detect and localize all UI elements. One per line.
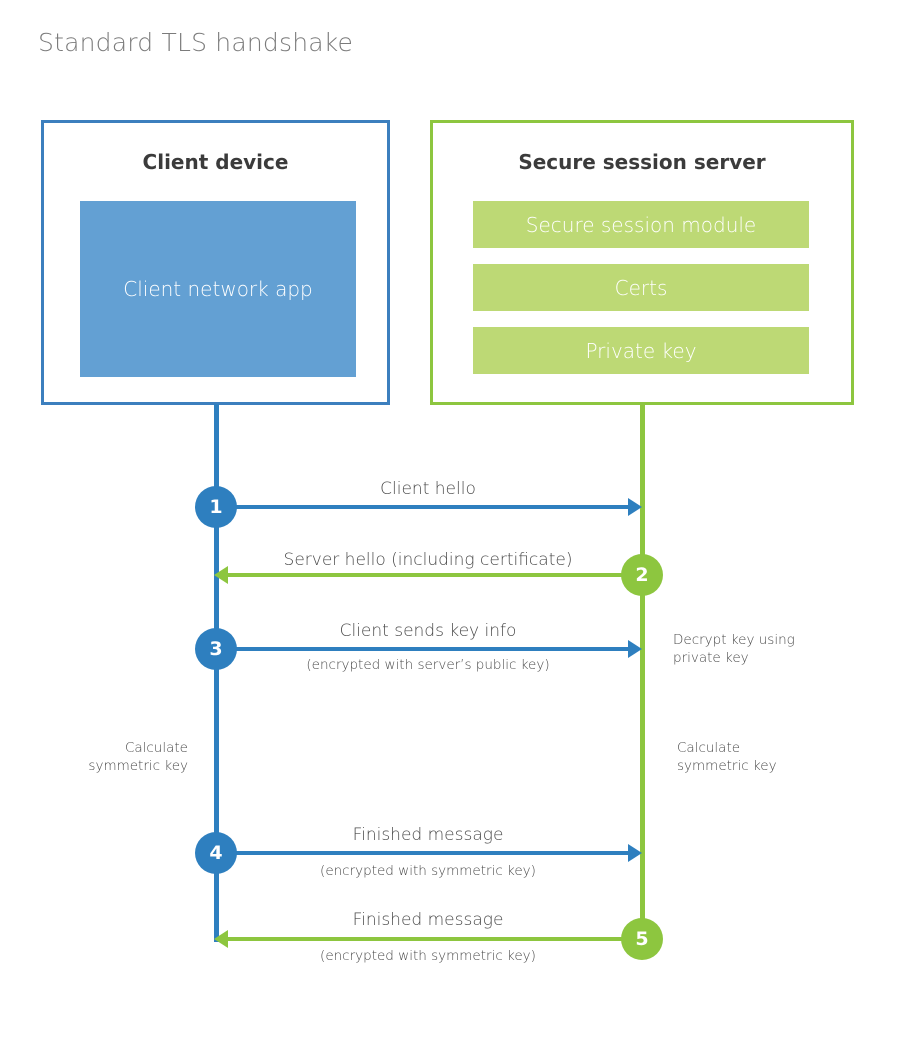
note-server-decrypt-key: Decrypt key using private key (673, 632, 795, 667)
server-lifeline (640, 404, 645, 942)
client-device-title: Client device (142, 150, 289, 174)
step-2-arrowhead-icon (214, 566, 228, 584)
step-1-label: Client hello (380, 479, 476, 499)
secure-session-server-box: Secure session server Secure session mod… (430, 120, 854, 405)
step-5-label: Finished message (352, 910, 504, 930)
step-3-badge: 3 (195, 628, 237, 670)
client-lifeline (214, 404, 219, 942)
step-2-arrow-line (228, 573, 630, 577)
step-4-arrow-line (216, 851, 630, 855)
step-3-label: Client sends key info (339, 621, 517, 641)
step-4-label: Finished message (352, 825, 504, 845)
secure-session-server-title: Secure session server (518, 150, 766, 174)
step-3-arrow-line (216, 647, 630, 651)
client-network-app-block: Client network app (80, 201, 356, 377)
step-5-badge: 5 (621, 918, 663, 960)
step-4-sublabel: (encrypted with symmetric key) (320, 863, 536, 879)
step-2-label: Server hello (including certificate) (283, 550, 573, 570)
step-3-arrowhead-icon (628, 640, 642, 658)
note-server-calculate-symmetric-key: Calculate symmetric key (677, 740, 777, 775)
step-5-arrowhead-icon (214, 930, 228, 948)
note-client-calculate-symmetric-key: Calculate symmetric key (88, 740, 188, 775)
server-component-private-key: Private key (473, 327, 809, 374)
step-1-arrow-line (216, 505, 630, 509)
step-3-sublabel: (encrypted with server’s public key) (306, 657, 550, 673)
server-component-certs: Certs (473, 264, 809, 311)
client-device-box: Client device Client network app (41, 120, 390, 405)
step-2-badge: 2 (621, 554, 663, 596)
step-1-arrowhead-icon (628, 498, 642, 516)
server-component-secure-session-module: Secure session module (473, 201, 809, 248)
step-5-sublabel: (encrypted with symmetric key) (320, 948, 536, 964)
step-4-badge: 4 (195, 832, 237, 874)
step-5-arrow-line (228, 937, 630, 941)
page-title: Standard TLS handshake (38, 28, 354, 57)
step-1-badge: 1 (195, 486, 237, 528)
step-4-arrowhead-icon (628, 844, 642, 862)
